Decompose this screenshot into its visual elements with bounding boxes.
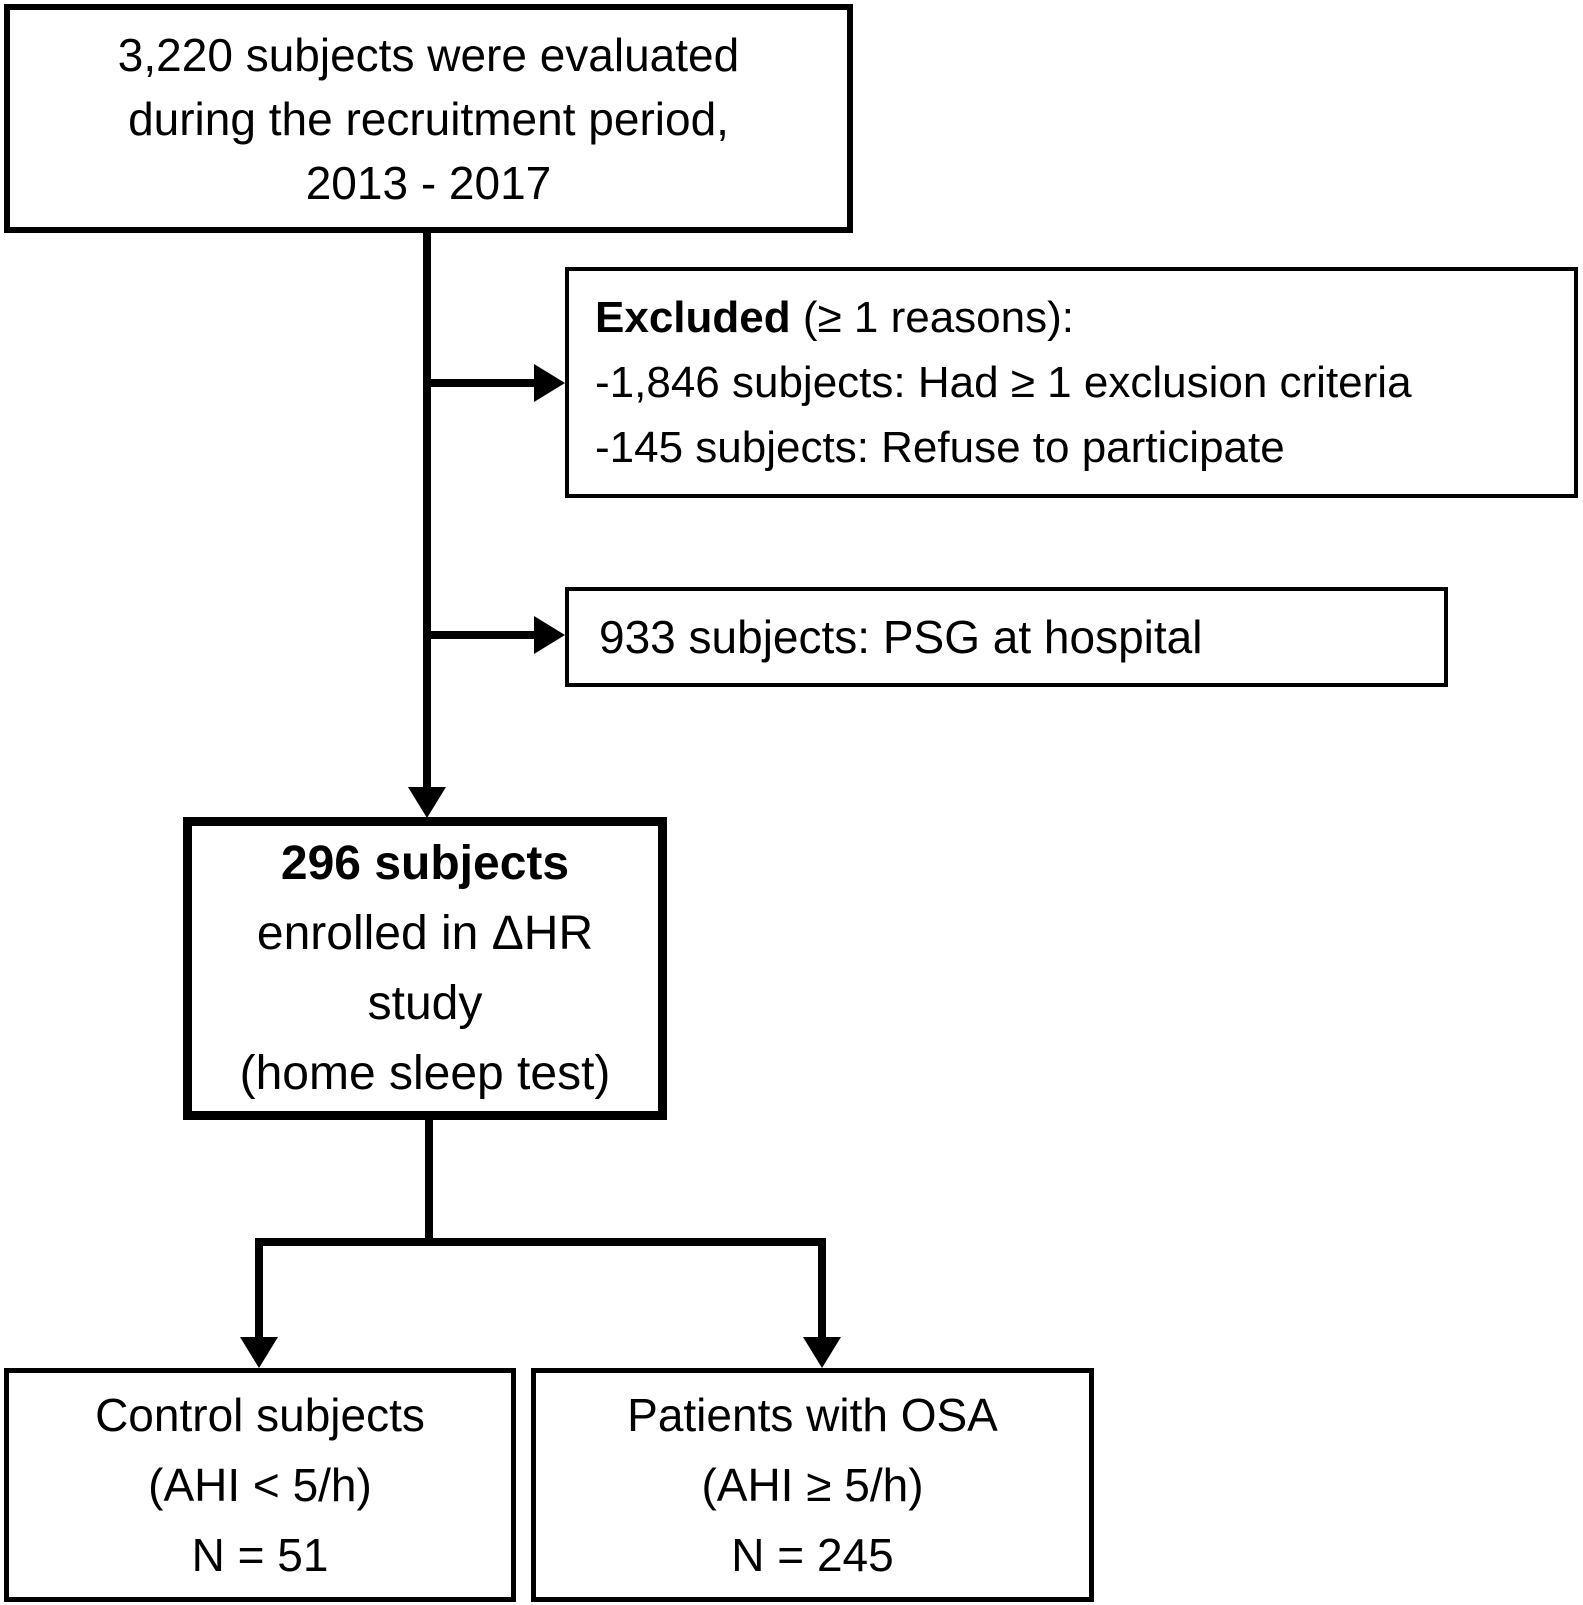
control-line-3: N = 51 bbox=[191, 1529, 329, 1581]
control-line-1: Control subjects bbox=[95, 1389, 425, 1441]
arrowhead-down-control-icon bbox=[240, 1337, 278, 1368]
enrolled-subjects-box: 296 subjects enrolled in ΔHR study (home… bbox=[183, 817, 667, 1120]
arrowhead-down-osa-icon bbox=[803, 1337, 841, 1368]
psg-text: 933 subjects: PSG at hospital bbox=[599, 611, 1203, 663]
arrowhead-right-excluded-icon bbox=[534, 364, 565, 402]
evaluated-line-1: 3,220 subjects were evaluated bbox=[117, 28, 740, 81]
control-drop-connector bbox=[255, 1238, 263, 1338]
evaluated-line-3: 2013 - 2017 bbox=[305, 156, 552, 209]
enrolled-line-4: (home sleep test) bbox=[239, 1046, 611, 1100]
control-subjects-box: Control subjects (AHI < 5/h) N = 51 bbox=[4, 1368, 516, 1602]
evaluated-subjects-box: 3,220 subjects were evaluated during the… bbox=[4, 4, 853, 233]
excluded-branch-connector bbox=[423, 379, 535, 387]
main-vertical-connector bbox=[423, 233, 431, 790]
osa-patients-box: Patients with OSA (AHI ≥ 5/h) N = 245 bbox=[531, 1368, 1094, 1602]
enrolled-line-2: enrolled in ΔHR bbox=[256, 906, 594, 960]
excluded-heading: Excluded (≥ 1 reasons): bbox=[595, 285, 1074, 350]
enrolled-down-connector bbox=[425, 1120, 433, 1246]
evaluated-line-2: during the recruitment period, bbox=[128, 92, 729, 145]
excluded-subjects-box: Excluded (≥ 1 reasons): -1,846 subjects:… bbox=[565, 267, 1578, 498]
psg-branch-connector bbox=[423, 631, 535, 639]
osa-line-2: (AHI ≥ 5/h) bbox=[701, 1459, 924, 1511]
osa-line-1: Patients with OSA bbox=[627, 1389, 998, 1441]
excluded-heading-bold: Excluded bbox=[595, 293, 791, 342]
psg-at-hospital-box: 933 subjects: PSG at hospital bbox=[565, 587, 1448, 687]
excluded-item-1: -1,846 subjects: Had ≥ 1 exclusion crite… bbox=[595, 358, 1412, 407]
control-line-2: (AHI < 5/h) bbox=[148, 1459, 372, 1511]
enrolled-line-1: 296 subjects bbox=[280, 836, 570, 890]
enrolled-line-3: study bbox=[367, 976, 483, 1030]
arrowhead-down-enrolled-icon bbox=[408, 787, 446, 818]
excluded-heading-rest: (≥ 1 reasons): bbox=[790, 293, 1074, 342]
split-horizontal-connector bbox=[255, 1238, 826, 1246]
excluded-item-2: -145 subjects: Refuse to participate bbox=[595, 423, 1285, 472]
arrowhead-right-psg-icon bbox=[534, 616, 565, 654]
osa-drop-connector bbox=[818, 1238, 826, 1338]
osa-line-3: N = 245 bbox=[731, 1529, 894, 1581]
